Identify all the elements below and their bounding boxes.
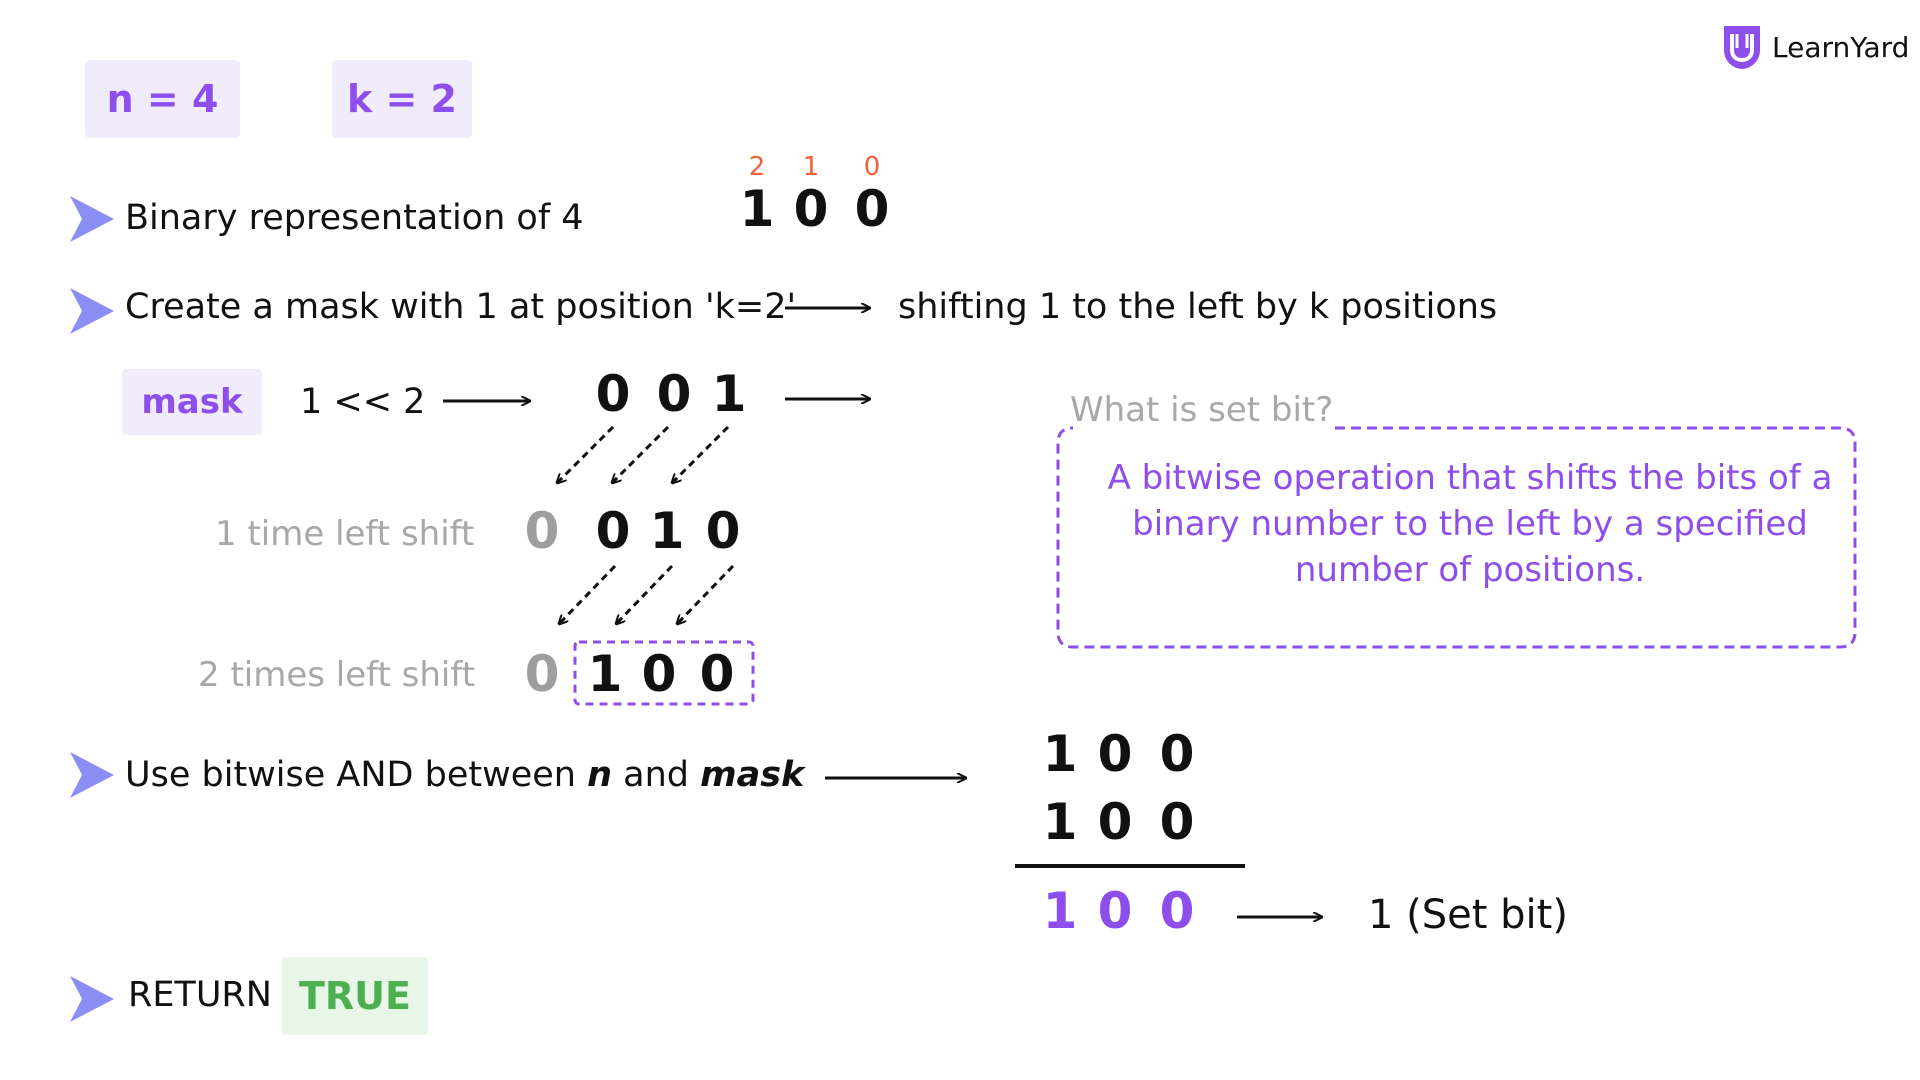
shift2-label: 2 times left shift	[198, 655, 476, 695]
binary-bit: 0	[854, 180, 890, 238]
and-row2-bit: 0	[1159, 793, 1195, 851]
definition-text: A bitwise operation that shifts the bits…	[1107, 458, 1833, 590]
shift1-bit: 0	[595, 502, 631, 560]
mask-expression: 1 << 2	[300, 382, 426, 422]
shift-arrow	[612, 425, 670, 483]
definition-box	[1056, 426, 1857, 649]
chevron-bullet-icon	[70, 752, 114, 798]
n-chip: n = 4	[85, 60, 240, 138]
mask-highlight-box	[573, 640, 755, 706]
and-result-bit: 0	[1159, 882, 1195, 940]
shift2-bit: 0	[524, 645, 560, 703]
step-create-mask: Create a mask with 1 at position 'k=2'	[125, 287, 797, 327]
chevron-bullet-icon	[70, 976, 114, 1022]
mask-bit: 1	[711, 365, 747, 423]
bit-index: 2	[748, 152, 766, 182]
and-row2-bit: 0	[1097, 793, 1133, 851]
and-row1-bit: 0	[1097, 725, 1133, 783]
shift2-bit: 1	[587, 645, 623, 703]
chevron-bullet-icon	[70, 196, 114, 242]
logo-text: LearnYard	[1772, 30, 1910, 64]
shift-arrow	[557, 425, 615, 483]
learnyard-logo-icon	[1724, 26, 1760, 69]
and-result-bit: 0	[1097, 882, 1133, 940]
and-row2-bit: 1	[1042, 793, 1078, 851]
logo: LearnYard	[1720, 22, 1909, 72]
shift1-bit: 1	[649, 502, 685, 560]
step-bitwise-and: Use bitwise AND between n and mask	[125, 755, 804, 795]
step-bitwise-and-mask: mask	[700, 755, 805, 795]
and-result-bit: 1	[1042, 882, 1078, 940]
k-chip: k = 2	[332, 60, 472, 138]
step-bitwise-and-n: n	[587, 755, 613, 795]
mask-bit: 0	[656, 365, 692, 423]
step-bitwise-and-mid: and	[612, 755, 701, 795]
shift-arrow	[672, 425, 730, 483]
chevron-bullet-icon	[70, 288, 114, 334]
bit-index: 0	[863, 152, 881, 182]
shift1-bit: 0	[705, 502, 741, 560]
step-create-mask-note: shifting 1 to the left by k positions	[898, 287, 1498, 327]
shift-arrow	[559, 564, 617, 624]
shift1-label: 1 time left shift	[215, 514, 475, 554]
step-binary-representation: Binary representation of 4	[125, 198, 584, 238]
mask-chip: mask	[122, 369, 262, 435]
and-result-note: 1 (Set bit)	[1368, 892, 1568, 938]
return-value-badge: TRUE	[282, 957, 428, 1035]
step-bitwise-and-prefix: Use bitwise AND between	[125, 755, 588, 795]
binary-bit: 1	[739, 180, 775, 238]
bit-index: 1	[802, 152, 820, 182]
definition-title: What is set bit?	[1070, 390, 1334, 430]
shift-arrow	[616, 564, 674, 624]
shift1-bit: 0	[524, 502, 560, 560]
shift-arrow	[677, 564, 735, 624]
shift2-bit: 0	[699, 645, 735, 703]
and-row1-bit: 1	[1042, 725, 1078, 783]
mask-bit: 0	[595, 365, 631, 423]
step-return: RETURN	[128, 975, 272, 1015]
binary-bit: 0	[793, 180, 829, 238]
shift2-bit: 0	[641, 645, 677, 703]
and-row1-bit: 0	[1159, 725, 1195, 783]
